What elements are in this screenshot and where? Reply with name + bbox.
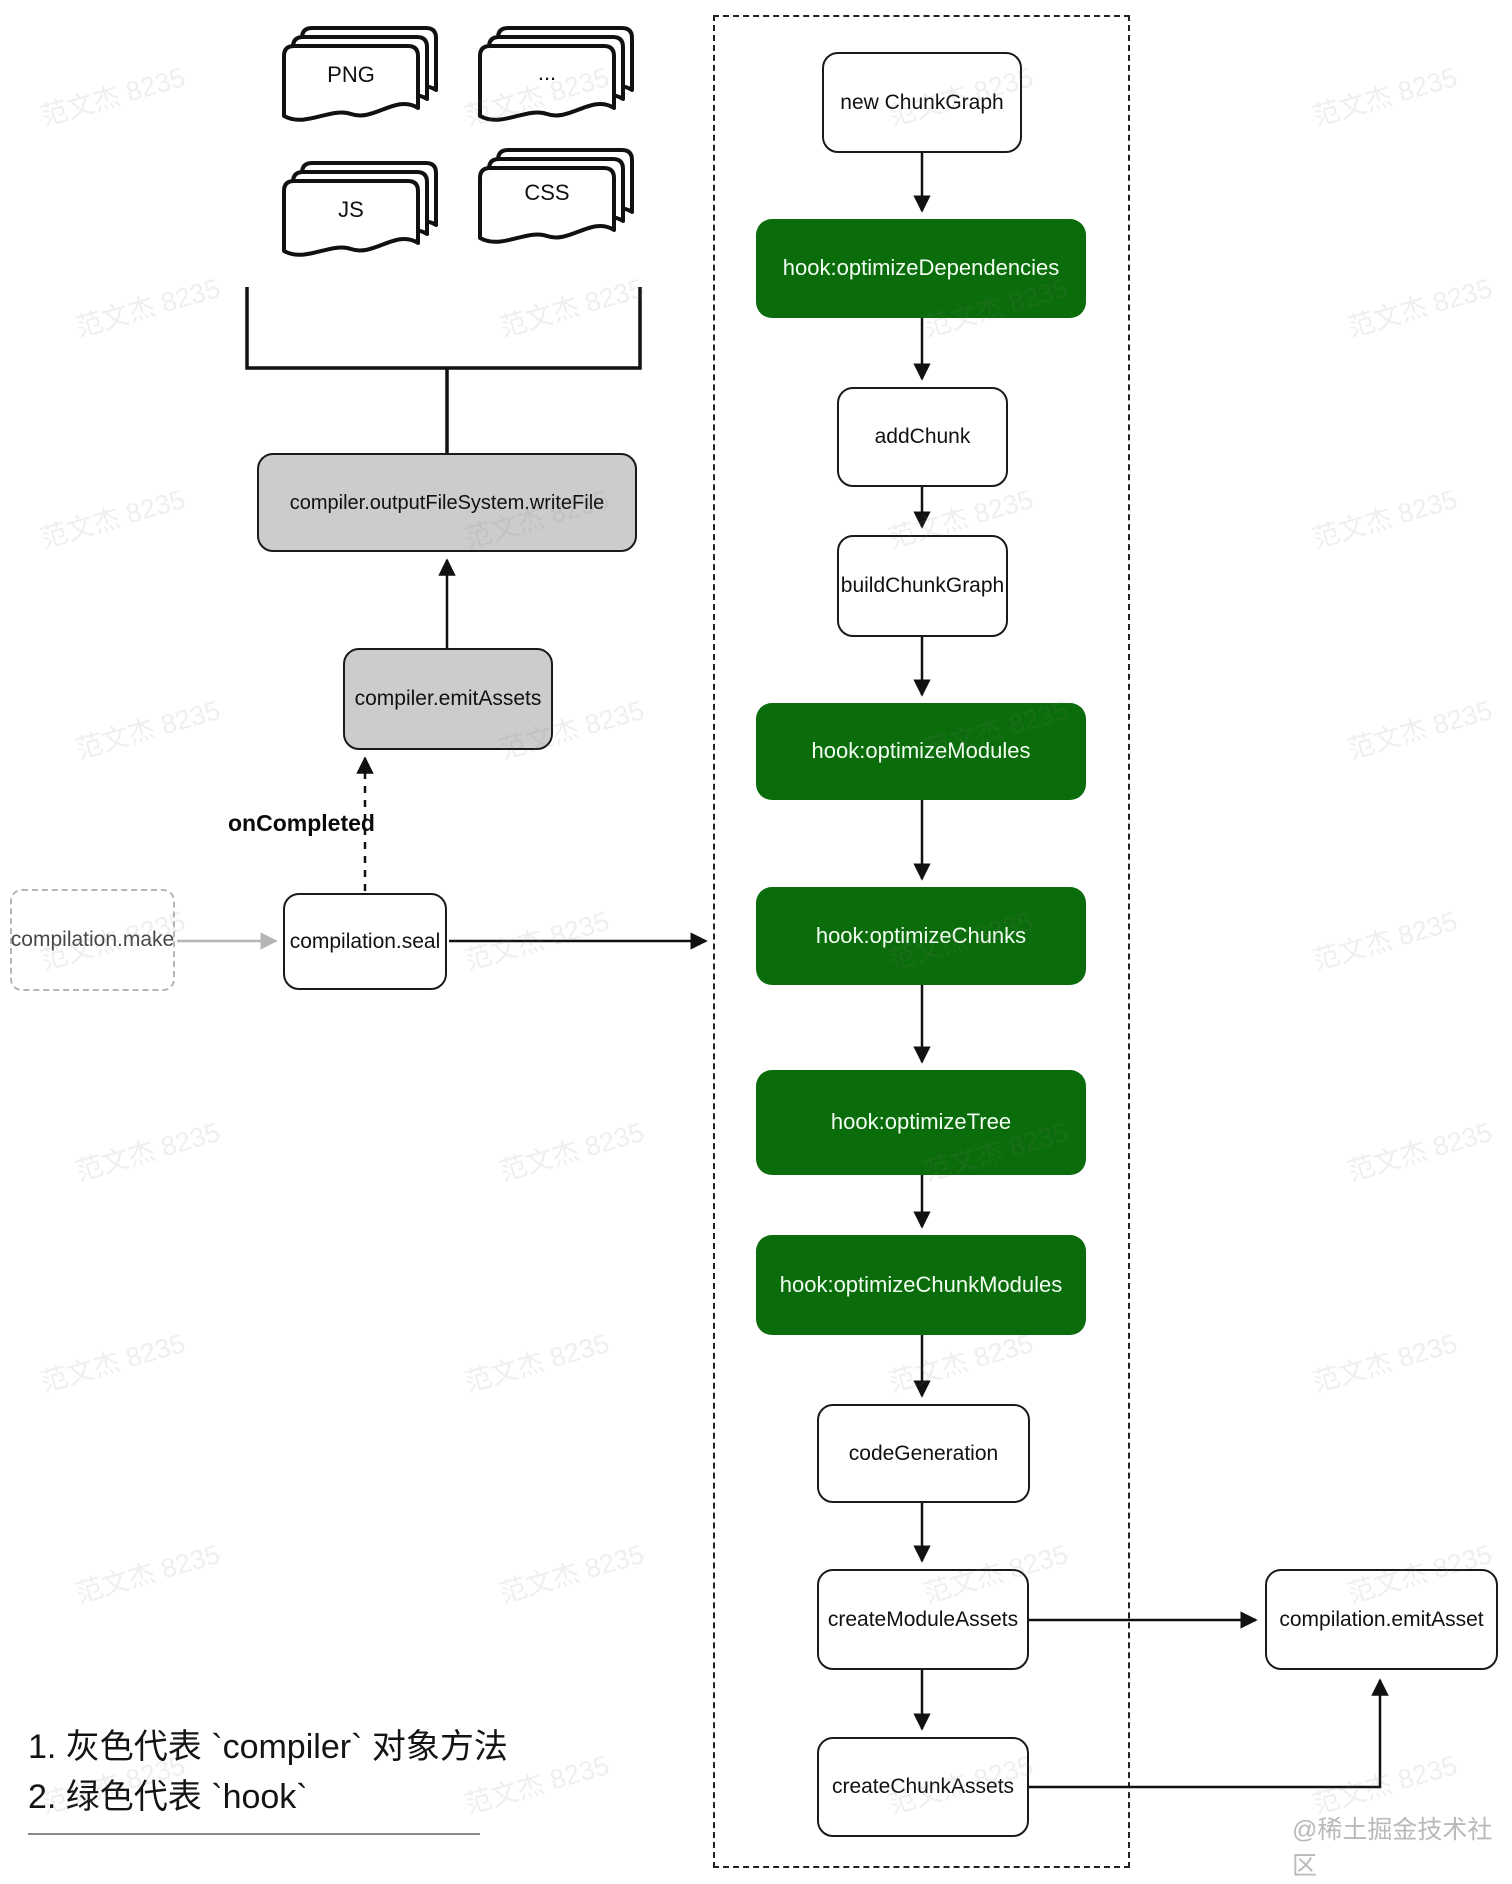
watermark-text: 范文杰 8235 bbox=[72, 1117, 224, 1187]
node-compilation-seal: compilation.seal bbox=[283, 893, 447, 990]
node-hook-optimize-chunks-label: hook:optimizeChunks bbox=[815, 922, 1027, 948]
node-hook-optimize-tree-label: hook:optimizeTree bbox=[830, 1109, 1012, 1135]
node-compilation-emitasset-label: compilation.emitAsset bbox=[1279, 1607, 1484, 1631]
node-compilation-emitasset: compilation.emitAsset bbox=[1265, 1569, 1498, 1670]
seal-pipeline-container bbox=[713, 15, 1130, 1868]
watermark-text: 范文杰 8235 bbox=[496, 1117, 648, 1187]
node-compiler-writefile-label: compiler.outputFileSystem.writeFile bbox=[289, 491, 605, 514]
watermark-text: 范文杰 8235 bbox=[72, 695, 224, 765]
file-stack-other: ... bbox=[478, 26, 634, 122]
file-stack-js: JS bbox=[282, 161, 438, 257]
node-hook-optimize-chunkmodules-label: hook:optimizeChunkModules bbox=[779, 1271, 1063, 1297]
node-compiler-emitassets: compiler.emitAssets bbox=[343, 648, 553, 750]
oncompleted-label: onCompleted bbox=[228, 810, 375, 836]
watermark-text: 范文杰 8235 bbox=[1344, 695, 1496, 765]
node-createchunkassets: createChunkAssets bbox=[817, 1737, 1029, 1837]
node-compilation-make-label: compilation.make bbox=[10, 928, 175, 952]
legend-divider bbox=[28, 1833, 480, 1835]
node-compilation-seal-label: compilation.seal bbox=[289, 929, 441, 953]
node-hook-optimize-modules: hook:optimizeModules bbox=[756, 703, 1086, 800]
node-new-chunkgraph-label: new ChunkGraph bbox=[840, 90, 1004, 114]
node-compilation-make: compilation.make bbox=[10, 889, 175, 991]
watermark-text: 范文杰 8235 bbox=[37, 62, 189, 132]
node-hook-optimize-tree: hook:optimizeTree bbox=[756, 1070, 1086, 1175]
file-stack-css: CSS bbox=[478, 148, 634, 244]
node-hook-optimize-chunks: hook:optimizeChunks bbox=[756, 887, 1086, 985]
node-createchunkassets-label: createChunkAssets bbox=[831, 1775, 1015, 1799]
node-createmoduleassets-label: createModuleAssets bbox=[827, 1607, 1019, 1631]
node-addchunk: addChunk bbox=[837, 387, 1008, 487]
node-hook-optimize-dependencies: hook:optimizeDependencies bbox=[756, 219, 1086, 318]
watermark-text: 范文杰 8235 bbox=[37, 484, 189, 554]
legend: 1. 灰色代表 `compiler` 对象方法 2. 绿色代表 `hook` bbox=[28, 1722, 528, 1822]
node-codegeneration-label: codeGeneration bbox=[848, 1441, 999, 1465]
node-compiler-emitassets-label: compiler.emitAssets bbox=[354, 687, 542, 711]
legend-item-green: 2. 绿色代表 `hook` bbox=[28, 1778, 308, 1816]
node-compiler-writefile: compiler.outputFileSystem.writeFile bbox=[257, 453, 637, 552]
node-hook-optimize-chunkmodules: hook:optimizeChunkModules bbox=[756, 1235, 1086, 1335]
file-stack-png: PNG bbox=[282, 26, 438, 122]
node-createmoduleassets: createModuleAssets bbox=[817, 1569, 1029, 1670]
file-stack-other-label: ... bbox=[538, 60, 556, 85]
node-hook-optimize-modules-label: hook:optimizeModules bbox=[811, 738, 1031, 764]
watermark-text: 范文杰 8235 bbox=[1344, 273, 1496, 343]
node-codegeneration: codeGeneration bbox=[817, 1404, 1030, 1503]
watermark-text: 范文杰 8235 bbox=[461, 906, 613, 976]
watermark-text: 范文杰 8235 bbox=[72, 1539, 224, 1609]
watermark-text: 范文杰 8235 bbox=[1309, 62, 1461, 132]
node-buildchunkgraph: buildChunkGraph bbox=[837, 535, 1008, 637]
watermark-text: 范文杰 8235 bbox=[1309, 1328, 1461, 1398]
node-hook-optimize-dependencies-label: hook:optimizeDependencies bbox=[782, 255, 1060, 281]
watermark-text: 范文杰 8235 bbox=[461, 1328, 613, 1398]
watermark-text: 范文杰 8235 bbox=[72, 273, 224, 343]
watermark-text: 范文杰 8235 bbox=[37, 1328, 189, 1398]
file-stack-png-label: PNG bbox=[327, 62, 375, 87]
watermark-text: 范文杰 8235 bbox=[1309, 906, 1461, 976]
legend-item-gray: 1. 灰色代表 `compiler` 对象方法 bbox=[28, 1728, 508, 1766]
watermark-text: 范文杰 8235 bbox=[1344, 1117, 1496, 1187]
file-stack-js-label: JS bbox=[338, 197, 364, 222]
watermark-text: 范文杰 8235 bbox=[496, 273, 648, 343]
node-new-chunkgraph: new ChunkGraph bbox=[822, 52, 1022, 153]
watermark-text: 范文杰 8235 bbox=[496, 1539, 648, 1609]
node-buildchunkgraph-label: buildChunkGraph bbox=[840, 574, 1005, 598]
node-addchunk-label: addChunk bbox=[874, 425, 971, 449]
file-stack-css-label: CSS bbox=[524, 180, 569, 205]
watermark-text: 范文杰 8235 bbox=[1309, 484, 1461, 554]
files-bracket bbox=[245, 287, 642, 370]
site-credit: @稀土掘金技术社区 bbox=[1292, 1816, 1493, 1880]
